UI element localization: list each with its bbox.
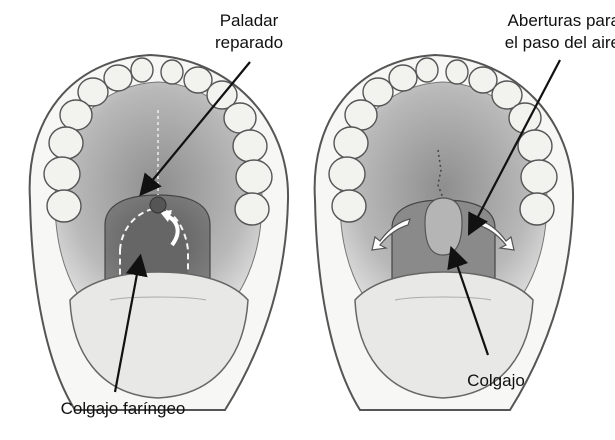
label-paladar-line2: reparado: [194, 32, 304, 54]
label-colgajo-faringeo: Colgajo faríngeo: [28, 398, 218, 420]
label-paladar-line1: Paladar: [194, 10, 304, 32]
label-colgajo: Colgajo: [446, 370, 546, 392]
label-aberturas-line2: el paso del aire: [455, 32, 615, 54]
label-aberturas-line1: Aberturas para: [455, 10, 615, 32]
left-mouth: [30, 55, 288, 410]
label-paladar-reparado: Paladar reparado: [194, 10, 304, 54]
right-flap: [425, 198, 462, 255]
label-aberturas: Aberturas para el paso del aire: [455, 10, 615, 54]
